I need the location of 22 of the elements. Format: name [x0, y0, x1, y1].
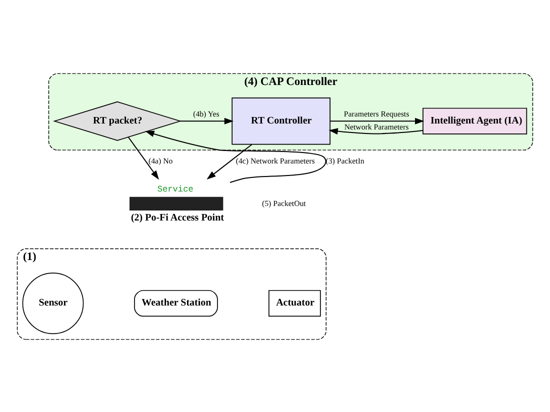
edge-label: Network Parameters — [344, 122, 409, 132]
node-box: Intelligent Agent (IA) — [422, 107, 528, 134]
node-box — [130, 196, 224, 210]
label: (5) PacketOut — [262, 198, 306, 208]
node-diamond: RT packet? — [52, 100, 182, 140]
arrow — [330, 117, 424, 124]
node-circle: Sensor — [22, 272, 84, 334]
node-box: RT Controller — [232, 96, 330, 144]
node-label: Service — [157, 184, 194, 194]
arrow — [328, 128, 424, 134]
arrow — [180, 117, 234, 124]
arrow — [145, 130, 326, 182]
node-box: Weather Station — [134, 290, 218, 316]
edge-label: (3) PacketIn — [326, 156, 364, 166]
edge-label: (4b) Yes — [193, 109, 220, 118]
node-box: Actuator — [268, 290, 321, 316]
edge-label: (4a) No — [148, 156, 173, 166]
edge-label: (4c) Network Parameters — [236, 156, 315, 166]
arrow — [206, 144, 252, 180]
node-label: (2) Po-Fi Access Point — [130, 212, 224, 224]
arrow — [128, 136, 159, 180]
edge-label: Parameters Requests — [344, 109, 410, 118]
